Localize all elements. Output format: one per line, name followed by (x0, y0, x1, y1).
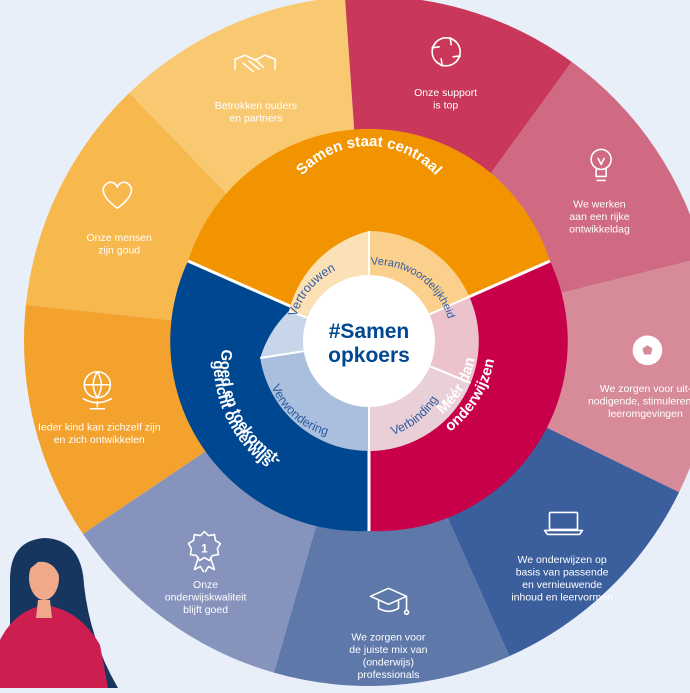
football-icon (632, 335, 663, 366)
heart-icon (102, 181, 133, 210)
globe-icon (82, 370, 113, 410)
award-badge-icon: 1 (187, 530, 222, 573)
outer-segment (23, 304, 212, 534)
segment-label: We zorgen voor uit-nodigende, stimuleren… (588, 383, 690, 420)
outer-segment (539, 260, 690, 493)
laptop-icon (543, 511, 584, 536)
svg-text:1: 1 (201, 542, 208, 556)
outer-segment (273, 514, 510, 687)
cycle-arrows-icon (431, 37, 461, 67)
outer-segment (25, 92, 238, 322)
center-circle (303, 275, 435, 407)
graduation-cap-icon (369, 587, 410, 616)
handshake-icon (234, 54, 276, 73)
woman-illustration (0, 538, 118, 688)
center-title-line1: #Samen (329, 320, 410, 343)
lightbulb-icon (590, 148, 612, 182)
center-title-line2: opkoers (328, 344, 410, 367)
